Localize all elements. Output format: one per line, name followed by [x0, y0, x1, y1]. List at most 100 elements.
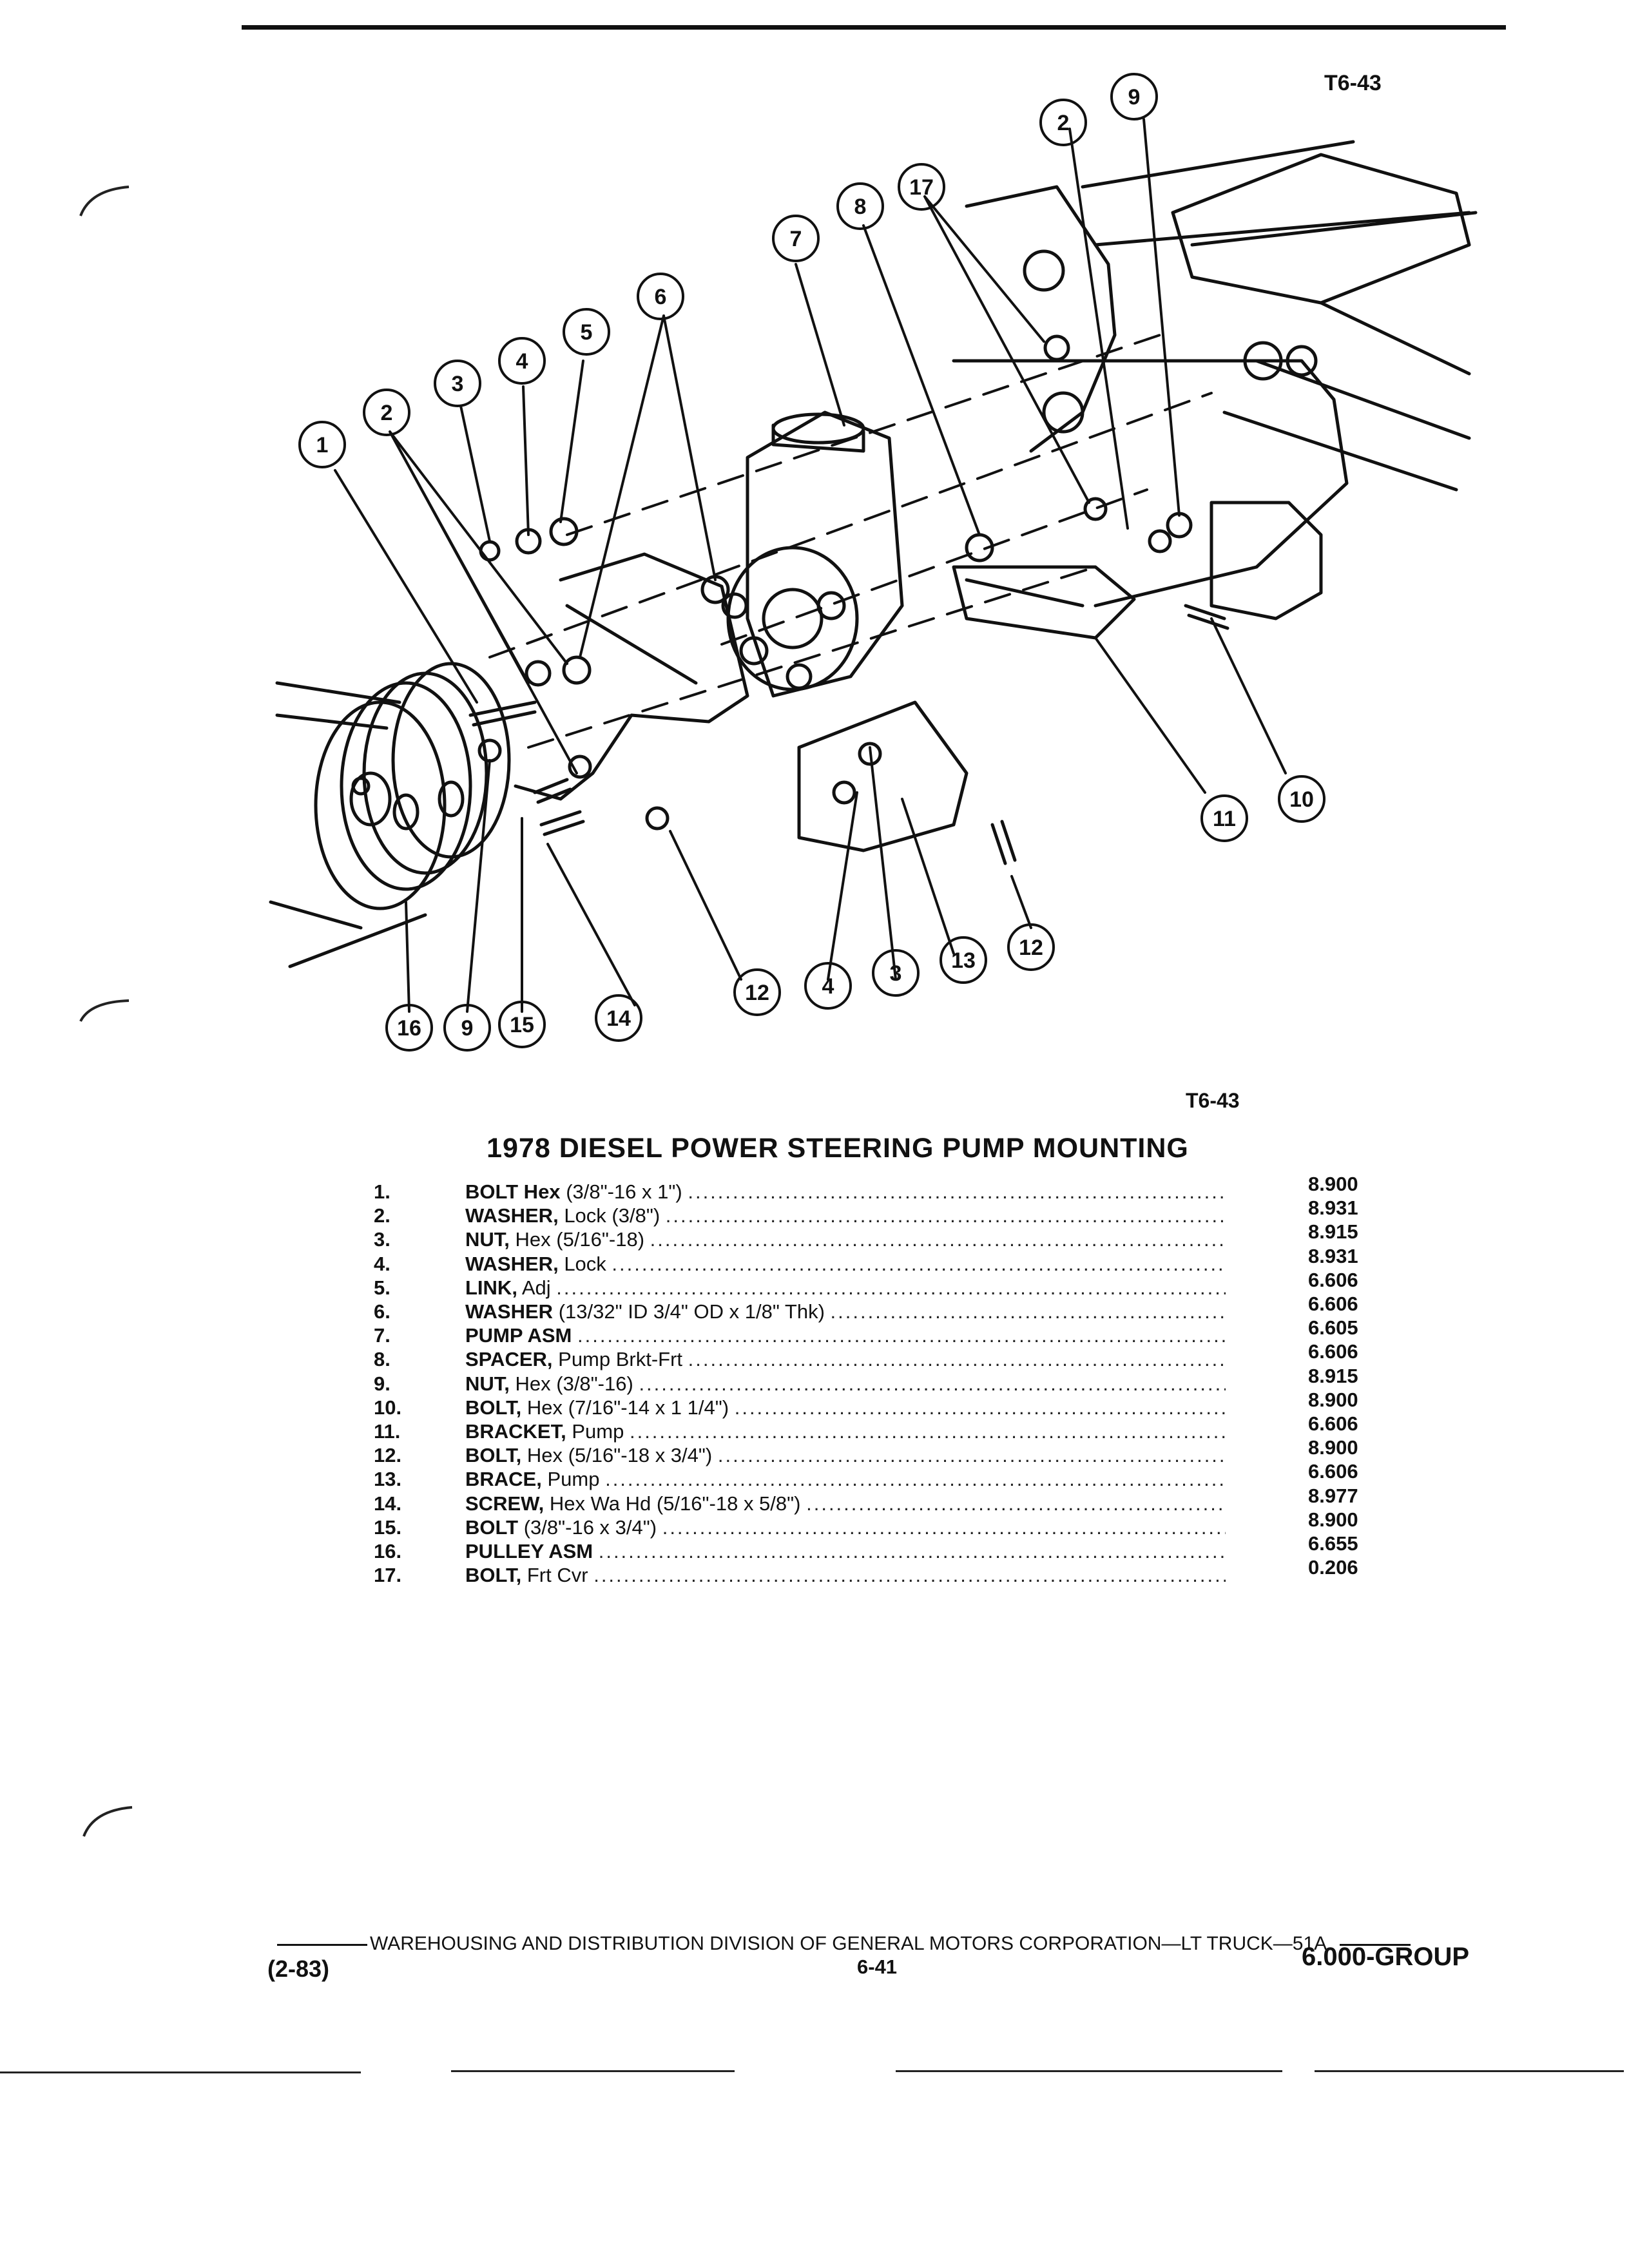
- part-name: BOLT,: [465, 1396, 522, 1419]
- figure-code-top: T6-43: [1324, 71, 1382, 95]
- parts-list-row: 3.NUT, Hex (5/16"-18) ..................…: [374, 1220, 1405, 1252]
- part-number: 16.: [374, 1540, 402, 1562]
- callout-5: [563, 308, 610, 356]
- svg-text:9: 9: [1128, 85, 1141, 110]
- part-spec: Lock (3/8"): [564, 1204, 660, 1227]
- part-number: 7.: [374, 1324, 390, 1347]
- callout-9: [443, 1004, 491, 1052]
- parts-list-row: 4.WASHER, Lock .........................…: [374, 1245, 1405, 1276]
- part-group-number: 8.931: [1308, 1244, 1358, 1267]
- svg-text:13: 13: [951, 948, 976, 973]
- part-spec: Pump: [547, 1468, 600, 1491]
- part-group-number: 6.655: [1308, 1532, 1358, 1555]
- svg-text:6: 6: [655, 285, 667, 309]
- svg-text:3: 3: [890, 961, 902, 986]
- svg-text:10: 10: [1289, 787, 1314, 812]
- part-spec: Adj: [521, 1276, 551, 1299]
- part-description: BRACE, Pump ............................…: [465, 1468, 1226, 1491]
- svg-text:9: 9: [461, 1016, 474, 1041]
- callout-9-b: [1110, 73, 1158, 120]
- callout-16: [385, 1004, 433, 1052]
- callout-10: [1278, 775, 1325, 823]
- parts-list-row: 14.SCREW, Hex Wa Hd (5/16"-18 x 5/8") ..…: [374, 1485, 1405, 1516]
- svg-text:5: 5: [581, 320, 593, 345]
- svg-text:14: 14: [606, 1006, 631, 1031]
- svg-text:12: 12: [1019, 936, 1043, 960]
- part-description: WASHER (13/32" ID 3/4" OD x 1/8" Thk) ..…: [465, 1300, 1226, 1323]
- svg-text:11: 11: [1213, 807, 1236, 831]
- callout-8: [836, 182, 884, 230]
- scan-mark: [79, 999, 130, 1022]
- parts-list-row: 16. PULLEY ASM ..........................…: [374, 1532, 1405, 1564]
- part-name: NUT,: [465, 1228, 510, 1251]
- scan-mark: [79, 186, 130, 216]
- svg-text:15: 15: [510, 1013, 534, 1037]
- part-spec: Frt Cvr: [526, 1564, 588, 1587]
- callout-13: [940, 936, 987, 984]
- part-number: 8.: [374, 1348, 390, 1371]
- bottom-scan-line: [0, 2071, 361, 2073]
- callout-17: [898, 163, 945, 211]
- callout-2: [363, 389, 410, 436]
- part-name: NUT,: [465, 1372, 510, 1395]
- part-number: 12.: [374, 1444, 402, 1467]
- part-name: SCREW,: [465, 1492, 545, 1515]
- bottom-scan-line: [896, 2070, 1282, 2072]
- svg-text:4: 4: [516, 349, 528, 374]
- parts-list-row: 15. BOLT (3/8"-16 x 3/4") ...............…: [374, 1508, 1405, 1540]
- callout-15: [498, 1001, 546, 1048]
- part-number: 10.: [374, 1396, 402, 1419]
- part-spec: (13/32" ID 3/4" OD x 1/8" Thk): [558, 1300, 825, 1323]
- parts-list-row: 5.LINK, Adj ............................…: [374, 1269, 1405, 1300]
- part-group-number: 8.931: [1308, 1196, 1358, 1220]
- part-name: WASHER,: [465, 1204, 559, 1227]
- svg-text:4: 4: [822, 974, 834, 999]
- parts-list-row: 13.BRACE, Pump .........................…: [374, 1460, 1405, 1492]
- callout-11: [1200, 794, 1248, 842]
- part-description: BOLT (3/8"-16 x 3/4") ..................…: [465, 1515, 1226, 1539]
- svg-text:16: 16: [397, 1016, 421, 1041]
- figure-code-bottom: T6-43: [1186, 1089, 1240, 1112]
- part-description: SPACER, Pump Brkt-Frt ..................…: [465, 1348, 1226, 1371]
- parts-list-row: 1.BOLT Hex (3/8"-16 x 1") ..............…: [374, 1173, 1405, 1204]
- part-name: BOLT,: [465, 1444, 522, 1467]
- part-description: PUMP ASM ...............................…: [465, 1324, 1226, 1347]
- part-group-number: 8.915: [1308, 1364, 1358, 1387]
- part-description: WASHER, Lock (3/8") ....................…: [465, 1204, 1226, 1227]
- svg-text:7: 7: [790, 227, 802, 251]
- part-group-number: 8.900: [1308, 1436, 1358, 1459]
- part-description: BOLT, Hex (7/16"-14 x 1 1/4") ..........…: [465, 1396, 1226, 1419]
- part-number: 3.: [374, 1228, 390, 1251]
- pump-assembly: [726, 410, 904, 698]
- part-group-number: 8.915: [1308, 1220, 1358, 1244]
- callout-3: [434, 360, 481, 407]
- part-number: 15.: [374, 1515, 402, 1539]
- scan-mark: [82, 1806, 133, 1837]
- pulley-assembly: [269, 662, 511, 968]
- callout-4-b: [804, 962, 852, 1010]
- part-description: SCREW, Hex Wa Hd (5/16"-18 x 5/8") .....…: [465, 1492, 1226, 1515]
- callout-12: [733, 968, 781, 1016]
- part-name: BOLT Hex: [465, 1180, 561, 1203]
- parts-list-row: 9.NUT, Hex (3/8"-16) ...................…: [374, 1365, 1405, 1396]
- part-description: BOLT, Frt Cvr ..........................…: [465, 1564, 1226, 1587]
- part-name: PUMP ASM: [465, 1324, 572, 1347]
- part-number: 2.: [374, 1204, 390, 1227]
- callout-6: [637, 273, 684, 320]
- footer-division-line: WAREHOUSING AND DISTRIBUTION DIVISION OF…: [277, 1933, 1411, 1955]
- part-description: NUT, Hex (3/8"-16) .....................…: [465, 1372, 1226, 1395]
- part-description: BRACKET, Pump ..........................…: [465, 1420, 1226, 1443]
- part-description: PULLEY ASM .............................…: [465, 1540, 1226, 1562]
- footer-page-number: 6-41: [857, 1956, 898, 1978]
- part-group-number: 6.606: [1308, 1412, 1358, 1435]
- part-group-number: 8.977: [1308, 1484, 1358, 1507]
- part-spec: Pump: [572, 1420, 624, 1443]
- part-spec: Lock: [564, 1252, 606, 1275]
- callout-2-b: [1039, 99, 1087, 146]
- part-group-number: 6.606: [1308, 1293, 1358, 1315]
- part-spec: Hex (3/8"-16): [515, 1372, 633, 1395]
- bottom-scan-line: [451, 2070, 735, 2072]
- part-spec: (3/8"-16 x 3/4"): [523, 1515, 657, 1539]
- svg-text:2: 2: [381, 401, 393, 425]
- part-group-number: 6.606: [1308, 1268, 1358, 1291]
